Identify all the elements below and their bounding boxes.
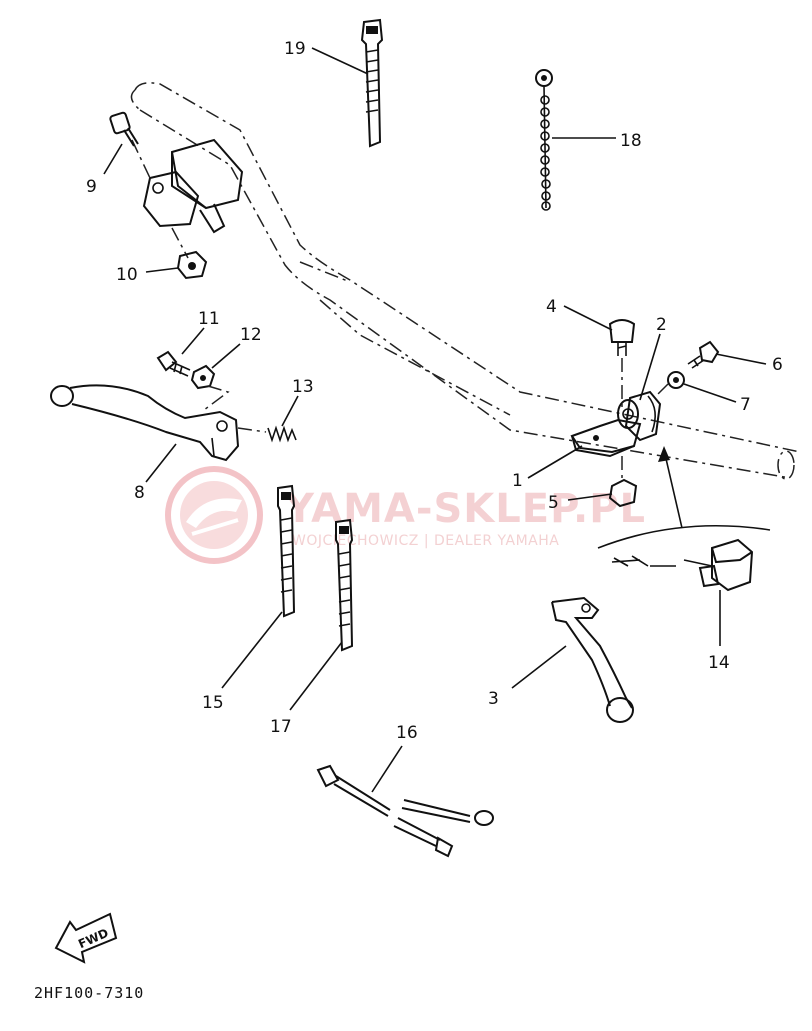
fwd-arrow: FWD bbox=[54, 912, 118, 964]
cable-tie-19 bbox=[360, 18, 384, 148]
watermark-logo bbox=[165, 466, 263, 564]
pointer-arrow bbox=[597, 446, 771, 549]
clamp-2 bbox=[617, 390, 662, 442]
nut-10 bbox=[176, 250, 208, 280]
bead-tie-18 bbox=[535, 69, 553, 211]
callout-9: 9 bbox=[86, 177, 97, 197]
handlebar bbox=[130, 82, 801, 480]
nut-12 bbox=[190, 364, 230, 411]
callout-5: 5 bbox=[548, 493, 559, 513]
callout-13: 13 bbox=[292, 377, 314, 397]
left-switch-housing bbox=[131, 138, 244, 259]
callout-16: 16 bbox=[396, 723, 418, 743]
callout-7: 7 bbox=[740, 395, 751, 415]
wire-lead-16 bbox=[316, 764, 494, 858]
callout-12: 12 bbox=[240, 325, 262, 345]
bolt-11 bbox=[156, 350, 191, 377]
lever-holder-1 bbox=[570, 418, 642, 458]
leader-lines bbox=[103, 47, 767, 793]
watermark: YAMA-SKLEP.PL WOJCIECHOWICZ | DEALER YAM… bbox=[165, 466, 646, 564]
callout-18: 18 bbox=[620, 131, 642, 151]
watermark-title: YAMA-SKLEP.PL bbox=[284, 486, 646, 532]
callouts: 1 2 3 4 5 6 7 8 9 10 11 12 13 14 15 16 1… bbox=[86, 39, 783, 743]
callout-19: 19 bbox=[284, 39, 306, 59]
watermark-subtitle: WOJCIECHOWICZ | DEALER YAMAHA bbox=[292, 533, 559, 549]
callout-10: 10 bbox=[116, 265, 138, 285]
cable-tie-17 bbox=[335, 518, 354, 652]
switch-14 bbox=[611, 538, 754, 592]
callout-8: 8 bbox=[134, 483, 145, 503]
screw-6 bbox=[687, 340, 720, 369]
callout-14: 14 bbox=[708, 653, 730, 673]
callout-6: 6 bbox=[772, 355, 783, 375]
callout-15: 15 bbox=[202, 693, 224, 713]
washer-7 bbox=[655, 371, 685, 397]
cable-tie-15 bbox=[277, 484, 296, 618]
lever-8 bbox=[50, 384, 240, 462]
callout-2: 2 bbox=[656, 315, 667, 335]
callout-1: 1 bbox=[512, 471, 523, 491]
diagram-code: 2HF100-7310 bbox=[34, 984, 144, 1002]
callout-3: 3 bbox=[488, 689, 499, 709]
spring-13 bbox=[237, 425, 297, 443]
callout-11: 11 bbox=[198, 309, 220, 329]
nut-5 bbox=[608, 456, 638, 508]
bolt-9 bbox=[109, 111, 139, 147]
callout-17: 17 bbox=[270, 717, 292, 737]
callout-4: 4 bbox=[546, 297, 557, 317]
bolt-4 bbox=[608, 319, 636, 408]
lever-3 bbox=[551, 596, 634, 723]
